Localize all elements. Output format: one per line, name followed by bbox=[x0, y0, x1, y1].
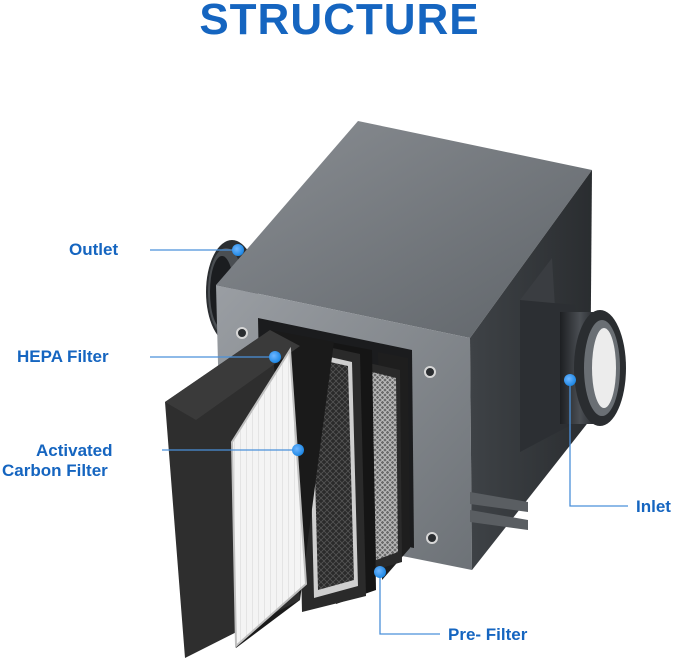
callout-markers bbox=[232, 244, 576, 578]
screw bbox=[426, 532, 438, 544]
marker-carbon bbox=[292, 444, 304, 456]
marker-hepa bbox=[269, 351, 281, 363]
inlet-duct bbox=[520, 258, 626, 452]
label-pre-filter: Pre- Filter bbox=[448, 625, 528, 644]
label-hepa-filter: HEPA Filter bbox=[17, 347, 109, 366]
marker-inlet bbox=[564, 374, 576, 386]
activated-carbon-filter-panel bbox=[296, 340, 376, 612]
pre-filter-panel bbox=[364, 352, 410, 580]
diagram-title: STRUCTURE bbox=[199, 0, 480, 44]
label-outlet: Outlet bbox=[69, 240, 119, 259]
leader-lines bbox=[150, 249, 628, 635]
hepa-filter-panel bbox=[165, 330, 334, 658]
housing-top-face bbox=[216, 121, 592, 338]
leader-line-inlet bbox=[569, 380, 628, 507]
label-carbon-filter: Carbon Filter bbox=[2, 461, 108, 480]
marker-outlet bbox=[232, 244, 244, 256]
label-activated: Activated bbox=[36, 441, 113, 460]
mounting-bracket bbox=[470, 492, 528, 530]
leader-line-prefilter bbox=[379, 572, 440, 635]
label-inlet: Inlet bbox=[636, 497, 671, 516]
screw bbox=[236, 327, 248, 339]
screw bbox=[424, 366, 436, 378]
marker-prefilter bbox=[374, 566, 386, 578]
